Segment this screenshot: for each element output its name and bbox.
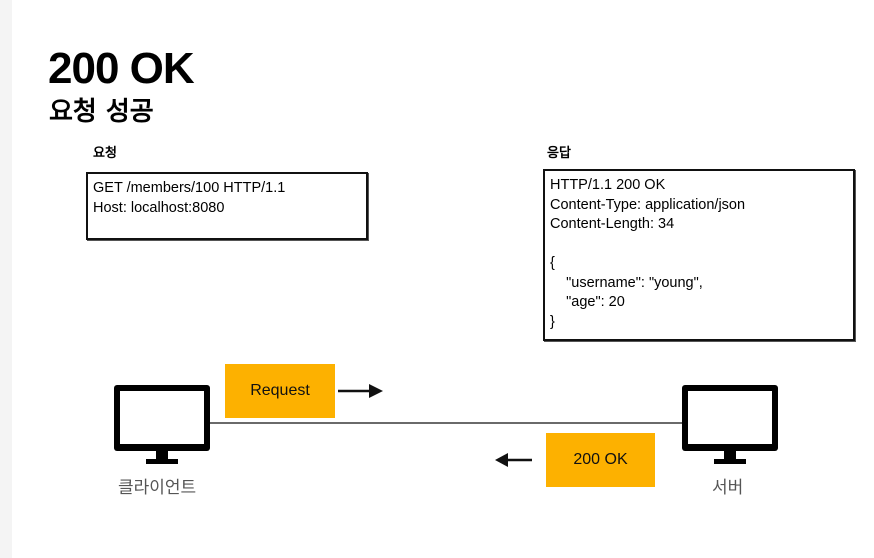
response-message-box: HTTP/1.1 200 OK Content-Type: applicatio… <box>543 169 855 341</box>
response-tag: 200 OK <box>546 433 655 487</box>
arrow-left-icon <box>495 453 532 467</box>
response-line <box>550 235 848 255</box>
request-line: Host: localhost:8080 <box>93 199 225 216</box>
request-line: GET /members/100 HTTP/1.1 <box>93 180 286 196</box>
request-message-box: GET /members/100 HTTP/1.1 Host: localhos… <box>86 172 368 240</box>
response-line: "username": "young", <box>550 274 703 291</box>
response-line: Content-Length: 34 <box>550 216 675 232</box>
response-line: { <box>550 255 555 271</box>
client-label: 클라이언트 <box>118 478 197 498</box>
arrow-right-icon <box>338 384 383 398</box>
response-label: 응답 <box>547 146 571 161</box>
connection-line <box>210 422 682 424</box>
response-line: HTTP/1.1 200 OK <box>550 177 666 193</box>
response-line: } <box>550 313 555 330</box>
slide-edge <box>0 0 12 558</box>
request-label: 요청 <box>93 146 117 161</box>
response-line: "age": 20 <box>550 294 625 310</box>
page-subtitle: 요청 성공 <box>49 97 154 127</box>
page-title: 200 OK <box>48 44 195 93</box>
response-line: Content-Type: application/json <box>550 196 746 213</box>
server-label: 서버 <box>712 478 744 498</box>
server-monitor-icon <box>682 385 778 464</box>
client-monitor-icon <box>114 385 210 464</box>
request-tag: Request <box>225 364 335 418</box>
